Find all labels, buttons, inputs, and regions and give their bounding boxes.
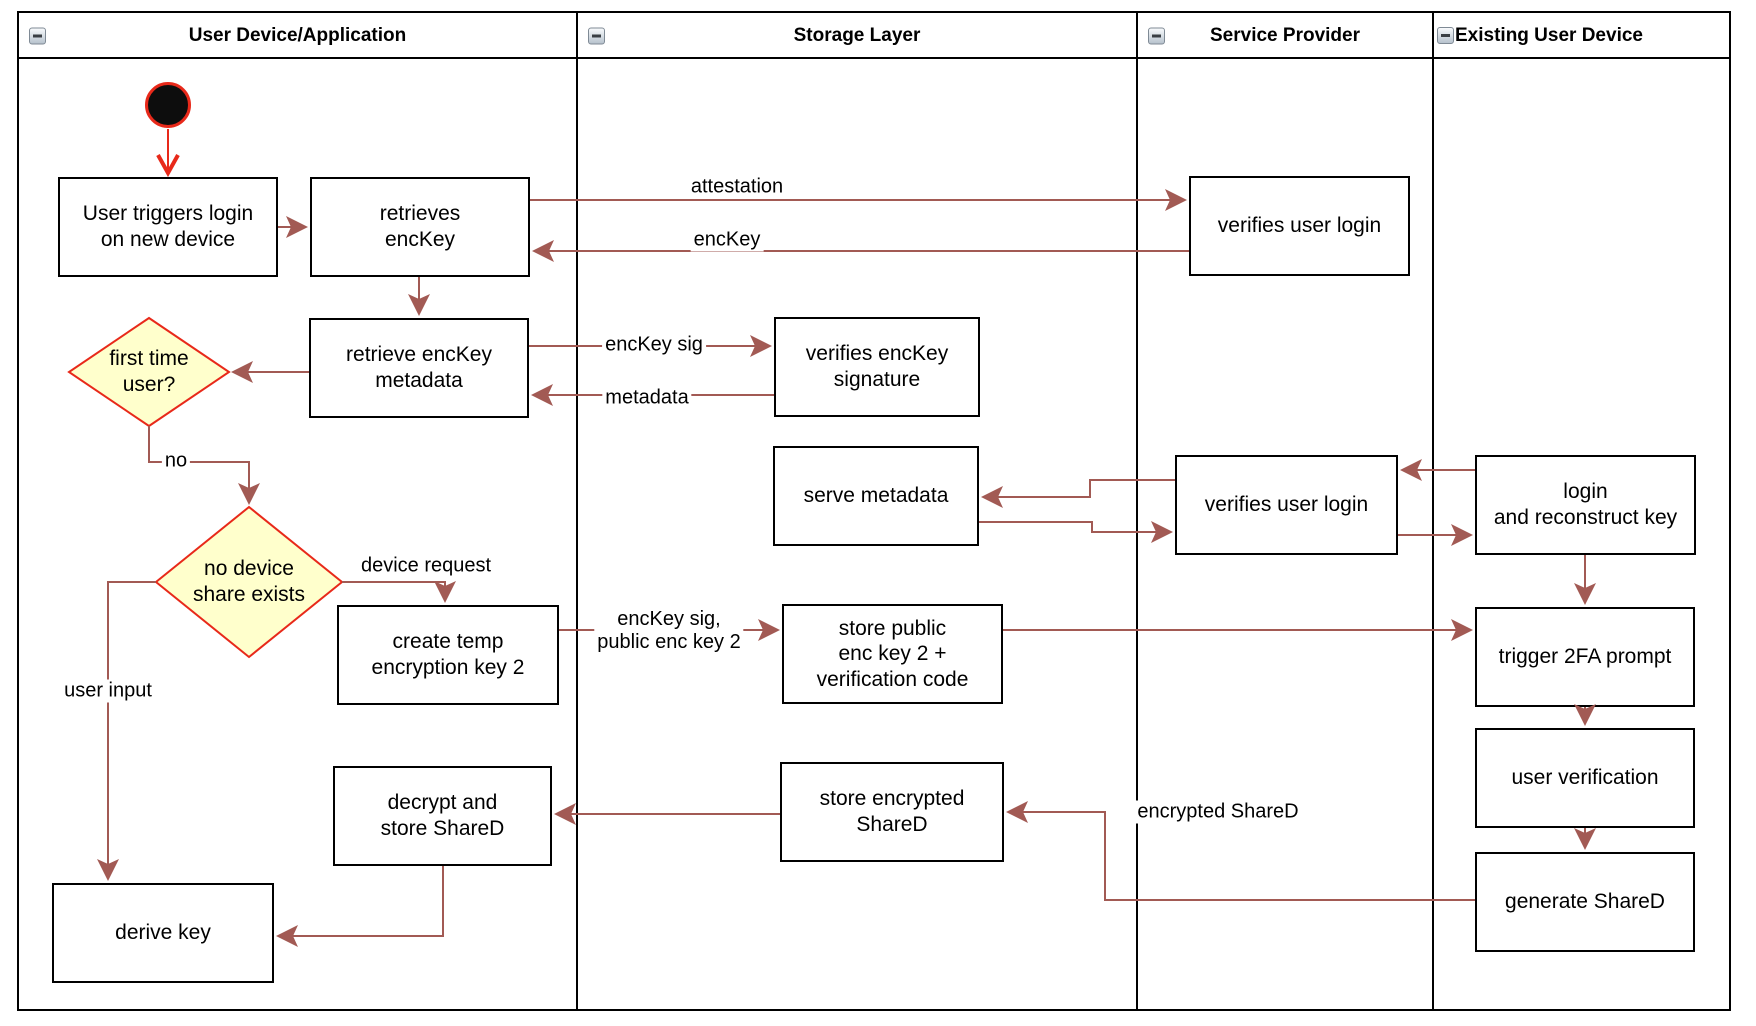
edge-verifies-to-serve xyxy=(981,479,1175,508)
collapse-minus-icon[interactable] xyxy=(29,27,46,44)
generate-shared-label: generate ShareD xyxy=(1505,890,1665,914)
edge-label-encrypted-shared: encrypted ShareD xyxy=(1134,800,1302,824)
lane-header-service-provider: Service Provider xyxy=(1139,14,1431,57)
collapse-minus-icon[interactable] xyxy=(1148,27,1165,44)
store-public-enc-key[interactable]: store public enc key 2 + verification co… xyxy=(782,604,1003,704)
lane-title-existing-user-device: Existing User Device xyxy=(1455,24,1643,46)
user-triggers-login-label: User triggers login on new device xyxy=(82,202,254,251)
user-triggers-login[interactable]: User triggers login on new device xyxy=(58,177,278,277)
edge-label-attestation: attestation xyxy=(687,175,787,199)
decrypt-and-store-shared-label: decrypt and store ShareD xyxy=(380,791,505,840)
retrieve-enckey-metadata-label: retrieve encKey metadata xyxy=(346,343,492,392)
retrieves-enckey[interactable]: retrieves encKey xyxy=(310,177,530,277)
derive-key-label: derive key xyxy=(115,921,211,945)
edge-serve-to-verifies xyxy=(979,521,1173,543)
user-verification[interactable]: user verification xyxy=(1475,728,1695,828)
verifies-enckey-signature[interactable]: verifies encKey signature xyxy=(774,317,980,417)
edge-label-user-input: user input xyxy=(61,679,155,703)
derive-key[interactable]: derive key xyxy=(52,883,274,983)
trigger-2fa-prompt-label: trigger 2FA prompt xyxy=(1498,645,1672,669)
lane-title-user-device-application: User Device/Application xyxy=(188,24,407,46)
edge-label-enckey-sig-public-key: encKey sig, public enc key 2 xyxy=(594,608,744,654)
decrypt-and-store-shared[interactable]: decrypt and store ShareD xyxy=(333,766,552,866)
collapse-minus-icon[interactable] xyxy=(1437,27,1454,44)
collapse-minus-icon[interactable] xyxy=(588,27,605,44)
store-encrypted-shared[interactable]: store encrypted ShareD xyxy=(780,762,1004,862)
edge-label-no-branch: no xyxy=(161,449,191,473)
edge-label-device-request: device request xyxy=(357,554,495,578)
create-temp-encryption-key-label: create temp encryption key 2 xyxy=(371,630,525,679)
start-node[interactable] xyxy=(145,82,191,128)
no-device-share-exists-label: no device share exists xyxy=(192,557,306,606)
user-verification-label: user verification xyxy=(1511,766,1659,790)
serve-metadata[interactable]: serve metadata xyxy=(773,446,979,546)
verifies-user-login-top-label: verifies user login xyxy=(1217,214,1382,238)
verifies-user-login-mid[interactable]: verifies user login xyxy=(1175,455,1398,555)
retrieves-enckey-label: retrieves encKey xyxy=(379,202,461,251)
edge-device-request xyxy=(342,581,456,603)
edge-label-enckey-sig: encKey sig xyxy=(602,333,706,357)
lane-title-service-provider: Service Provider xyxy=(1210,24,1360,46)
serve-metadata-label: serve metadata xyxy=(803,484,949,508)
lane-header-storage-layer: Storage Layer xyxy=(579,14,1135,57)
generate-shared[interactable]: generate ShareD xyxy=(1475,852,1695,952)
login-and-reconstruct-key[interactable]: login and reconstruct key xyxy=(1475,455,1696,555)
first-time-user[interactable]: first time user? xyxy=(69,318,229,426)
verifies-user-login-mid-label: verifies user login xyxy=(1204,493,1369,517)
minus-glyph xyxy=(1441,34,1450,37)
login-and-reconstruct-key-label: login and reconstruct key xyxy=(1493,480,1678,529)
no-device-share-exists[interactable]: no device share exists xyxy=(156,507,342,657)
edge-decrypt-to-derive xyxy=(276,866,444,947)
minus-glyph xyxy=(592,34,601,37)
verifies-user-login-top[interactable]: verifies user login xyxy=(1189,176,1410,276)
trigger-2fa-prompt[interactable]: trigger 2FA prompt xyxy=(1475,607,1695,707)
minus-glyph xyxy=(1152,34,1161,37)
edge-encrypted-shared xyxy=(1006,801,1475,901)
edge-label-metadata-back: metadata xyxy=(602,386,692,410)
retrieve-enckey-metadata[interactable]: retrieve encKey metadata xyxy=(309,318,529,418)
verifies-enckey-signature-label: verifies encKey signature xyxy=(805,342,949,391)
lane-header-user-device-application: User Device/Application xyxy=(20,14,575,57)
store-public-enc-key-label: store public enc key 2 + verification co… xyxy=(816,616,969,691)
first-time-user-label: first time user? xyxy=(109,347,189,396)
lane-header-existing-user-device: Existing User Device xyxy=(1435,14,1728,57)
store-encrypted-shared-label: store encrypted ShareD xyxy=(819,787,965,836)
edge-label-enckey-return: encKey xyxy=(690,228,764,252)
edge-user-input xyxy=(97,581,156,881)
create-temp-encryption-key[interactable]: create temp encryption key 2 xyxy=(337,605,559,705)
minus-glyph xyxy=(33,34,42,37)
lane-title-storage-layer: Storage Layer xyxy=(793,24,921,46)
